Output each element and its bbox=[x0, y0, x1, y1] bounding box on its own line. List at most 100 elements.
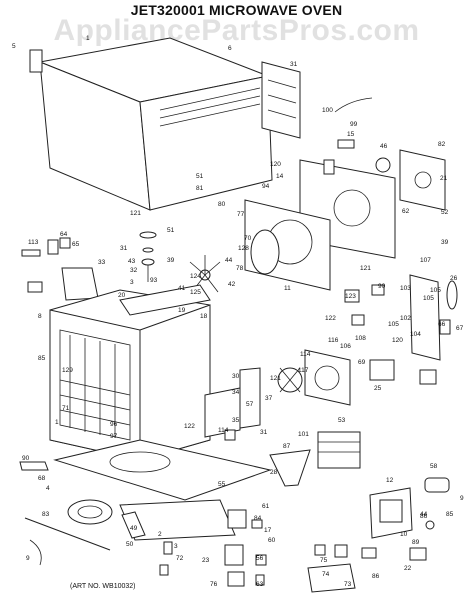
part-number-label: 74 bbox=[322, 571, 330, 578]
part-number-label: 33 bbox=[98, 259, 106, 266]
part-number-label: 19 bbox=[178, 307, 186, 314]
part-number-label: 121 bbox=[130, 210, 141, 217]
part-number-label: 86 bbox=[372, 573, 380, 580]
fan-blade bbox=[189, 255, 221, 293]
art-number: (ART NO. WB10032) bbox=[70, 583, 136, 590]
part-number-label: 58 bbox=[430, 463, 438, 470]
part-number-label: 101 bbox=[298, 431, 309, 438]
part-number-label: 21 bbox=[440, 175, 448, 182]
part-number-label: 102 bbox=[400, 315, 411, 322]
part-number-label: 120 bbox=[392, 337, 403, 344]
gasket-ring bbox=[250, 229, 280, 275]
part-number-label: 82 bbox=[438, 141, 446, 148]
outer-cabinet bbox=[38, 37, 273, 211]
part-number-label: 63 bbox=[256, 581, 264, 588]
part-number-label: 8 bbox=[38, 313, 42, 320]
turntable-shaft-stack bbox=[139, 231, 157, 282]
part-28-duct bbox=[269, 449, 311, 487]
part-number-label: 114 bbox=[300, 351, 311, 358]
part-number-label: 85 bbox=[446, 511, 454, 518]
part-number-label: 52 bbox=[441, 209, 449, 216]
part-number-label: 57 bbox=[246, 401, 254, 408]
interlock-switches bbox=[344, 284, 451, 385]
part-number-label: 86 bbox=[420, 513, 428, 520]
part-number-label: 31 bbox=[120, 245, 128, 252]
part-9-rod bbox=[24, 517, 111, 551]
part-number-label: 17 bbox=[264, 527, 272, 534]
part-number-label: 9 bbox=[460, 495, 464, 502]
part-number-label: 65 bbox=[72, 241, 80, 248]
power-cord bbox=[334, 97, 373, 113]
vent-assembly bbox=[261, 61, 301, 139]
cavity-top-strip bbox=[119, 284, 211, 316]
part-number-label: 64 bbox=[60, 231, 68, 238]
part-number-label: 53 bbox=[338, 417, 346, 424]
part-number-label: 11 bbox=[284, 285, 291, 292]
part-number-label: 90 bbox=[378, 283, 386, 290]
part-number-label: 89 bbox=[412, 539, 420, 546]
part-number-label: 103 bbox=[400, 285, 411, 292]
part-number-label: 31 bbox=[290, 61, 298, 68]
blower-assembly bbox=[277, 349, 351, 406]
part-number-label: 23 bbox=[202, 557, 210, 564]
part-number-label: 121 bbox=[360, 265, 371, 272]
part-2 bbox=[163, 541, 173, 555]
part-number-label: 20 bbox=[118, 292, 126, 299]
bottom-right-parts bbox=[307, 520, 435, 593]
part-number-label: 72 bbox=[176, 555, 184, 562]
part-number-label: 18 bbox=[200, 313, 208, 320]
magnetron bbox=[317, 431, 361, 469]
capacitor bbox=[424, 477, 450, 493]
part-number-label: 51 bbox=[196, 173, 204, 180]
part-number-label: 66 bbox=[438, 321, 446, 328]
part-number-label: 3 bbox=[174, 543, 178, 550]
part-number-label: 31 bbox=[260, 429, 268, 436]
part-number-label: 70 bbox=[244, 235, 252, 242]
part-number-label: 41 bbox=[178, 285, 186, 292]
part-number-label: 73 bbox=[344, 581, 352, 588]
part-number-label: 108 bbox=[355, 335, 366, 342]
diagram-title: JET320001 MICROWAVE OVEN bbox=[130, 2, 343, 18]
part-number-label: 4 bbox=[46, 485, 50, 492]
part-number-label: 1 bbox=[86, 35, 90, 42]
upper-motor-assembly bbox=[375, 149, 446, 211]
part-number-label: 105 bbox=[423, 295, 434, 302]
part-number-label: 75 bbox=[320, 557, 328, 564]
part-number-label: 100 bbox=[322, 107, 333, 114]
part-89-wire bbox=[29, 539, 42, 566]
part-number-label: 9 bbox=[26, 555, 30, 562]
part-number-label: 46 bbox=[380, 143, 388, 150]
part-number-label: 77 bbox=[237, 211, 245, 218]
part-number-label: 90 bbox=[22, 455, 30, 462]
part-number-label: 121 bbox=[270, 375, 281, 382]
part-number-label: 62 bbox=[402, 208, 410, 215]
part-number-label: 125 bbox=[190, 289, 201, 296]
part-number-label: 14 bbox=[276, 173, 284, 180]
part-15 bbox=[337, 139, 355, 149]
part-number-label: 68 bbox=[38, 475, 46, 482]
part-number-label: 87 bbox=[283, 443, 291, 450]
part-number-label: 43 bbox=[128, 258, 136, 265]
part-number-label: 107 bbox=[420, 257, 431, 264]
part-number-label: 42 bbox=[228, 281, 236, 288]
part-number-label: 22 bbox=[404, 565, 412, 572]
part-number-label: 56 bbox=[256, 555, 264, 562]
part-number-label: 120 bbox=[270, 161, 281, 168]
part-number-label: 25 bbox=[374, 385, 382, 392]
part-number-label: 60 bbox=[268, 537, 276, 544]
part-number-label: 69 bbox=[358, 359, 366, 366]
part-number-label: 104 bbox=[410, 331, 421, 338]
part-number-label: 32 bbox=[130, 267, 138, 274]
part-number-label: 83 bbox=[42, 511, 50, 518]
part-number-label: 99 bbox=[350, 121, 358, 128]
part-number-label: 129 bbox=[62, 367, 73, 374]
turntable-glass bbox=[67, 499, 113, 525]
part-number-label: 35 bbox=[232, 417, 240, 424]
part-number-label: 76 bbox=[210, 581, 218, 588]
part-number-label: 51 bbox=[167, 227, 175, 234]
part-number-label: 122 bbox=[325, 315, 336, 322]
part-number-label: 50 bbox=[126, 541, 134, 548]
part-number-label: 67 bbox=[456, 325, 464, 332]
